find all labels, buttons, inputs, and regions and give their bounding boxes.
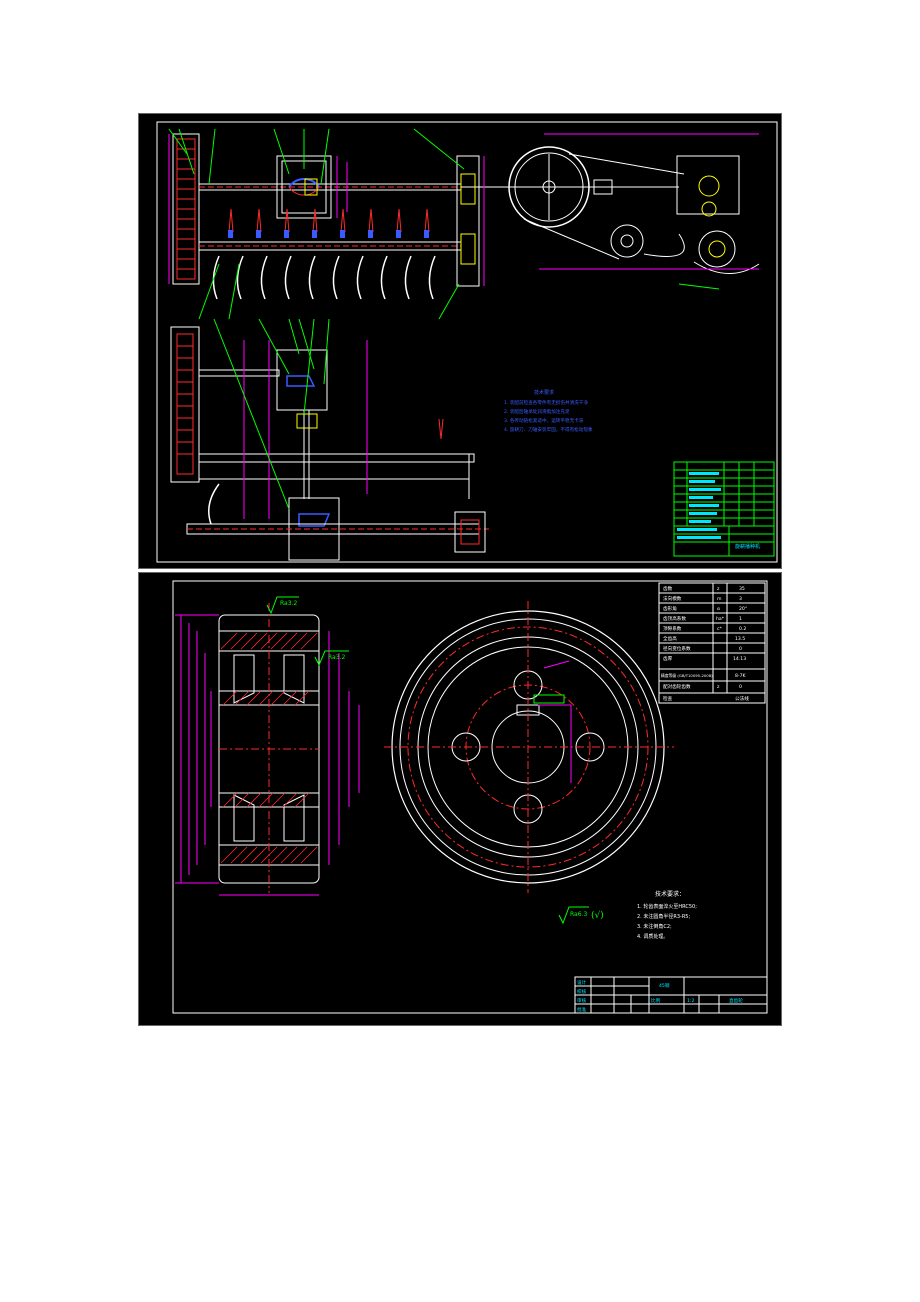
- assembly-drawing-name: 旋耕播种机: [735, 543, 760, 550]
- gear-param-value: 1: [739, 616, 742, 622]
- gear-param-value: 35: [739, 586, 745, 592]
- assembly-notes: 技术要求 1. 装配前检查各零件有无损伤并清洗干净 2. 装配后轴承处润滑脂加注…: [504, 389, 593, 433]
- roughness-general: Ra6.3 (√): [558, 906, 604, 925]
- roughness-top-label: Ra3.2: [280, 600, 297, 607]
- gear-param-name: 齿顶高系数: [663, 615, 686, 622]
- assembly-notes-heading: 技术要求: [534, 389, 554, 396]
- front-view-left-housing: [170, 326, 200, 483]
- gear-param-symbol: z: [717, 685, 720, 690]
- roughness-general-label: Ra6.3: [570, 911, 587, 918]
- belt-pulley-side-view: [508, 133, 760, 290]
- gear-param-name: 检查: [663, 695, 673, 702]
- gear-note-1: 1. 轮齿表面淬火至HRC50;: [637, 903, 697, 910]
- title-block-row: 设计: [577, 979, 587, 986]
- roughness-side: Ra3.2: [314, 650, 349, 667]
- gear-title-block: 设计 校核 审核 批准 45钢 比例 1:2 直齿轮: [574, 976, 768, 1014]
- title-block-row: 校核: [577, 988, 587, 995]
- title-block-part-name: 直齿轮: [729, 997, 743, 1004]
- gear-param-name: 齿形角: [663, 605, 677, 612]
- assembly-title-block: 旋耕播种机: [673, 461, 775, 557]
- front-view-shafts-gearbox: [186, 340, 489, 561]
- blade-bolts-upper: [228, 230, 429, 238]
- gear-note-4: 4. 调质处理。: [637, 933, 668, 940]
- gear-notes: 技术要求： 1. 轮齿表面淬火至HRC50; 2. 未注圆角半径R3-R5; 3…: [637, 890, 697, 940]
- left-chain-housing-top: [168, 133, 200, 285]
- gear-param-value: 0: [739, 684, 742, 690]
- gear-param-name: 齿厚: [663, 656, 673, 662]
- gear-front-view: [384, 601, 674, 893]
- gear-param-value: 20°: [739, 606, 747, 612]
- gear-param-value: 公法线: [735, 695, 749, 702]
- gear-param-value: 0: [739, 646, 742, 652]
- assembly-note-3: 3. 各传动链松紧适中，运转平稳无卡滞: [504, 417, 584, 424]
- title-block-row: 批准: [577, 1006, 587, 1013]
- part-leader-lines-front: [213, 318, 330, 510]
- gear-param-name: 配对齿轮齿数: [663, 683, 691, 690]
- right-chain-housing-top: [456, 155, 485, 287]
- gear-parameter-table: 齿数 z 35 法向模数 m 3 齿形角 α 20° 齿顶高系数 ha* 1 顶…: [658, 582, 766, 704]
- gear-param-symbol: c*: [717, 626, 723, 632]
- assembly-drawing-sheet: 技术要求 1. 装配前检查各零件有无损伤并清洗干净 2. 装配后轴承处润滑脂加注…: [138, 113, 782, 569]
- title-block-scale: 1:2: [687, 998, 694, 1004]
- gear-note-2: 2. 未注圆角半径R3-R5;: [637, 913, 690, 920]
- gear-section-view: [218, 603, 320, 893]
- title-block-scale-label: 比例: [651, 997, 661, 1004]
- gear-param-symbol: ha*: [716, 616, 725, 622]
- bevel-gearbox-top: [276, 155, 348, 219]
- gear-param-name: 径向变位系数: [663, 645, 691, 652]
- gear-param-name: 齿数: [663, 585, 673, 592]
- gear-param-symbol: z: [717, 587, 720, 592]
- assembly-note-2: 2. 装配后轴承处润滑脂加注充足: [504, 408, 570, 415]
- gear-param-symbol: α: [717, 607, 720, 612]
- gear-param-value: 13.5: [735, 636, 745, 642]
- roughness-top: Ra3.2: [266, 596, 299, 615]
- roughness-general-mark: (√): [591, 910, 604, 921]
- drawing-frame: [172, 580, 768, 1014]
- title-block-row: 审核: [577, 997, 587, 1004]
- gear-param-value: 3: [739, 596, 742, 602]
- gear-drawing-svg: Ra3.2 Ra3.2: [172, 580, 768, 1014]
- gear-param-name: 顶隙系数: [663, 625, 682, 632]
- title-block-material: 45钢: [659, 982, 670, 989]
- gear-note-3: 3. 未注倒角C2;: [637, 923, 672, 930]
- assembly-drawing-svg: 技术要求 1. 装配前检查各零件有无损伤并清洗干净 2. 装配后轴承处润滑脂加注…: [156, 121, 778, 563]
- gear-param-value: 0.2: [739, 626, 746, 632]
- roughness-side-label: Ra3.2: [328, 654, 345, 661]
- rotary-blades-lower: [212, 255, 436, 300]
- gear-notes-heading: 技术要求：: [655, 890, 685, 898]
- gear-param-name: 精度等级 (GB/T10095-2008): [661, 673, 713, 678]
- dimension-lines: [175, 614, 360, 896]
- gear-param-value: 8-7K: [735, 673, 747, 679]
- gear-param-name: 全齿高: [663, 635, 677, 642]
- gear-param-symbol: m: [717, 597, 722, 602]
- main-shafts-top: [198, 183, 679, 251]
- assembly-note-4: 4. 旋耕刀、刀轴安装牢固，不得有松动现象: [504, 426, 593, 433]
- gear-param-value: 14.13: [733, 656, 746, 662]
- gear-drawing-sheet: Ra3.2 Ra3.2: [138, 572, 782, 1026]
- gear-param-name: 法向模数: [663, 595, 682, 602]
- drawing-frame: [156, 121, 778, 563]
- part-leader-lines-top: [168, 128, 465, 320]
- rotary-blades-upper: [228, 208, 430, 233]
- assembly-note-1: 1. 装配前检查各零件有无损伤并清洗干净: [504, 399, 588, 406]
